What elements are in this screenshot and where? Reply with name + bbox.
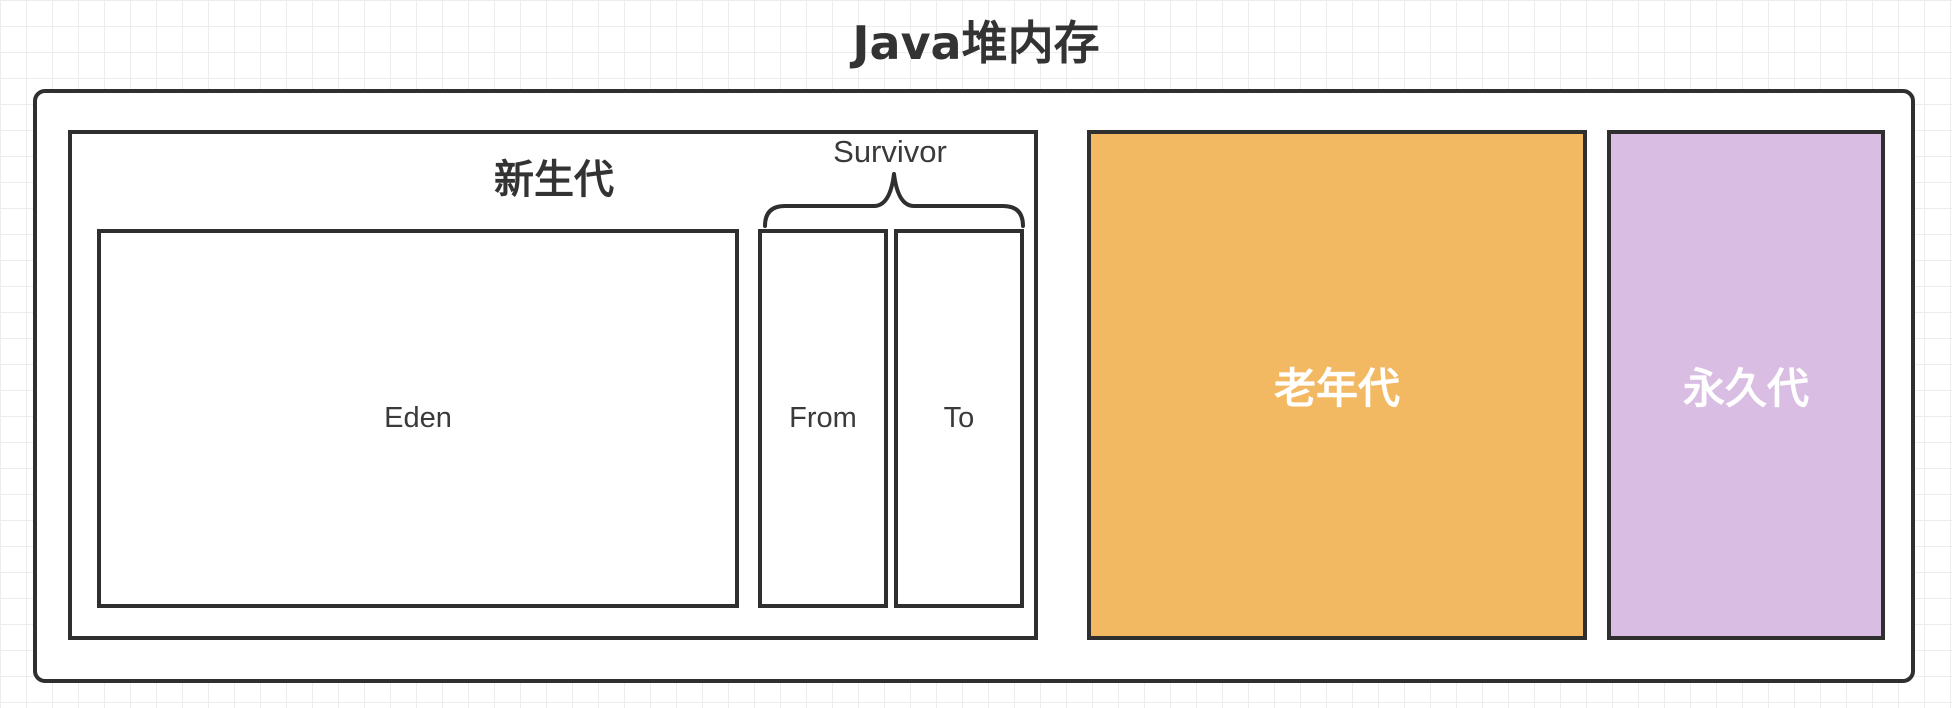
diagram-title: Java堆内存 [852, 16, 1100, 70]
survivor-label: Survivor [833, 134, 947, 169]
survivor-from-space: From [758, 229, 888, 608]
survivor-brace [763, 172, 1025, 228]
young-generation-label: 新生代 [494, 157, 614, 203]
eden-label: Eden [384, 402, 452, 434]
from-label: From [789, 402, 857, 434]
to-label: To [943, 402, 975, 434]
permanent-generation-label: 永久代 [1682, 363, 1809, 413]
survivor-to-space: To [894, 229, 1024, 608]
permanent-generation-box: 永久代 [1607, 130, 1885, 640]
old-generation-label: 老年代 [1273, 363, 1400, 413]
eden-space: Eden [97, 229, 739, 608]
old-generation-box: 老年代 [1087, 130, 1587, 640]
